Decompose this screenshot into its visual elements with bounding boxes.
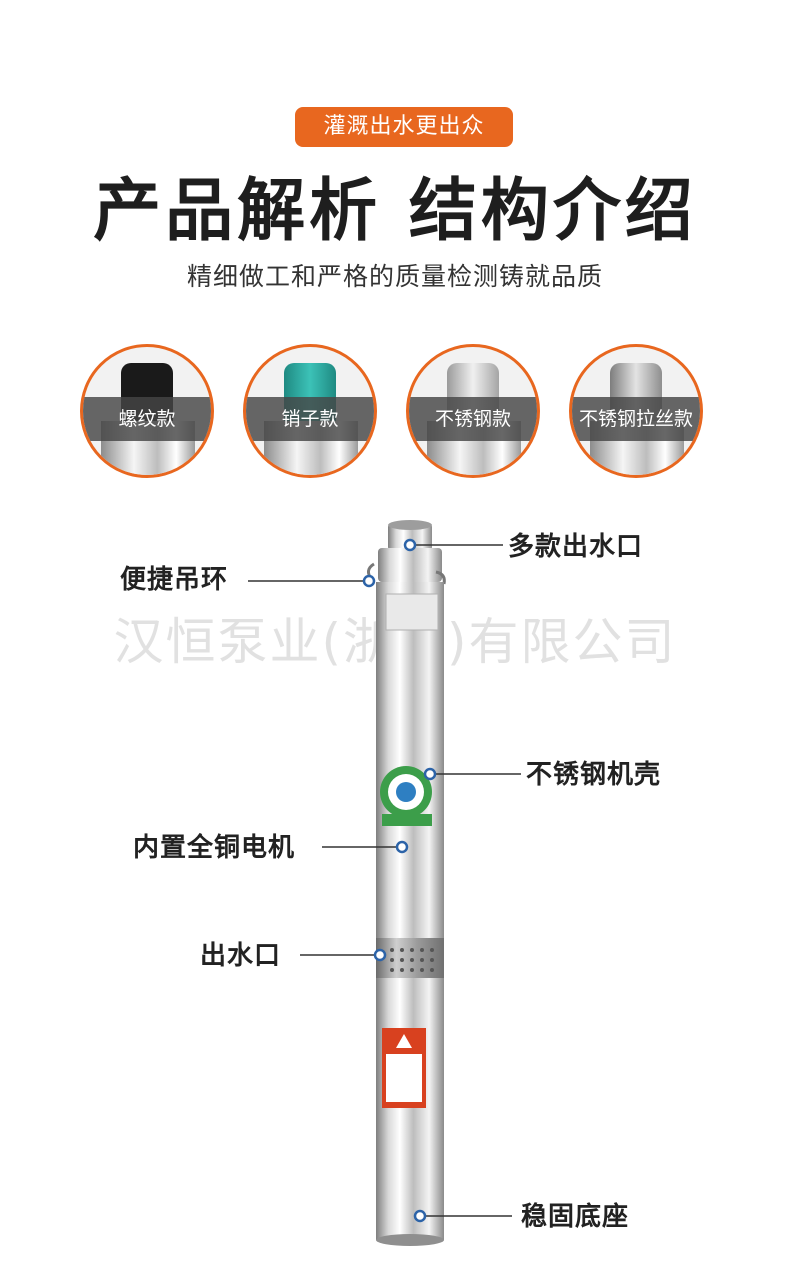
lifting-ring-right	[435, 570, 446, 585]
variant-thread: 螺纹款	[80, 344, 214, 478]
certification-ribbon	[382, 814, 432, 826]
page-title: 产品解析 结构介绍	[93, 172, 697, 251]
callout-outlet-variants: 多款出水口	[508, 532, 644, 562]
callout-water-outlet: 出水口	[200, 941, 282, 971]
intake-section	[376, 938, 444, 978]
variant-brushed: 不锈钢拉丝款	[569, 344, 703, 478]
callout-stable-base: 稳固底座	[521, 1202, 630, 1232]
callout-lifting-ring: 便捷吊环	[120, 565, 229, 595]
variant-label: 不锈钢款	[409, 397, 537, 441]
callout-copper-motor: 内置全铜电机	[133, 833, 296, 863]
warning-text-area	[386, 1054, 422, 1102]
variant-label: 不锈钢拉丝款	[572, 397, 700, 441]
callout-stainless-shell: 不锈钢机壳	[526, 760, 662, 790]
nameplate	[385, 593, 439, 631]
warning-icon	[396, 1034, 412, 1048]
variant-label: 销子款	[246, 397, 374, 441]
lower-housing	[376, 978, 444, 1240]
outlet-neck	[388, 524, 432, 550]
callout-lines	[248, 544, 521, 1217]
outlet-rim	[388, 520, 432, 530]
callout-dots	[362, 538, 437, 1223]
slogan-badge: 灌溉出水更出众	[295, 107, 513, 147]
variant-stainless: 不锈钢款	[406, 344, 540, 478]
pump-head	[378, 548, 442, 582]
page-subtitle: 精细做工和严格的质量检测铸就品质	[186, 262, 603, 291]
intake-screen-holes	[390, 948, 434, 972]
variant-label: 螺纹款	[83, 397, 211, 441]
certification-seal-logo	[396, 782, 416, 802]
variant-pin: 销子款	[243, 344, 377, 478]
pump-base	[376, 1234, 444, 1246]
